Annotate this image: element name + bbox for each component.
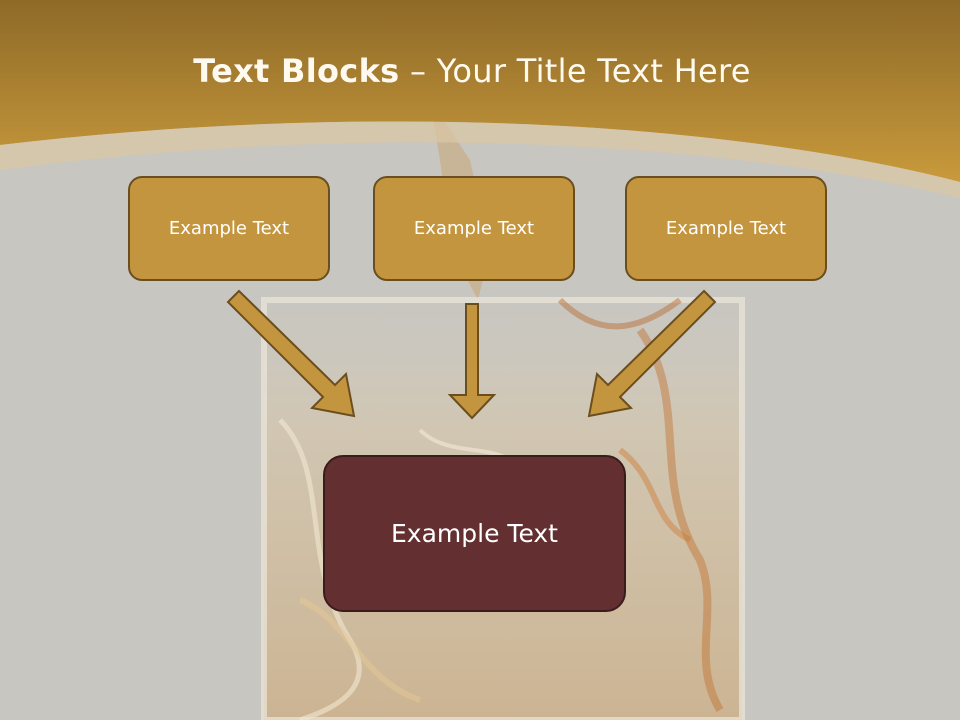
text-block-center-label: Example Text	[413, 218, 535, 239]
title-rest: Your Title Text Here	[436, 52, 751, 90]
text-block-right[interactable]: Example Text	[625, 176, 827, 281]
title-dash: –	[399, 52, 437, 90]
result-block[interactable]: Example Text	[323, 455, 626, 612]
text-block-left-label: Example Text	[168, 218, 290, 239]
result-block-label: Example Text	[391, 519, 558, 548]
text-block-left[interactable]: Example Text	[128, 176, 330, 281]
title-bold: Text Blocks	[193, 52, 400, 90]
slide-title: Text Blocks – Your Title Text Here	[0, 52, 944, 90]
text-block-right-label: Example Text	[665, 218, 787, 239]
text-block-center[interactable]: Example Text	[373, 176, 575, 281]
